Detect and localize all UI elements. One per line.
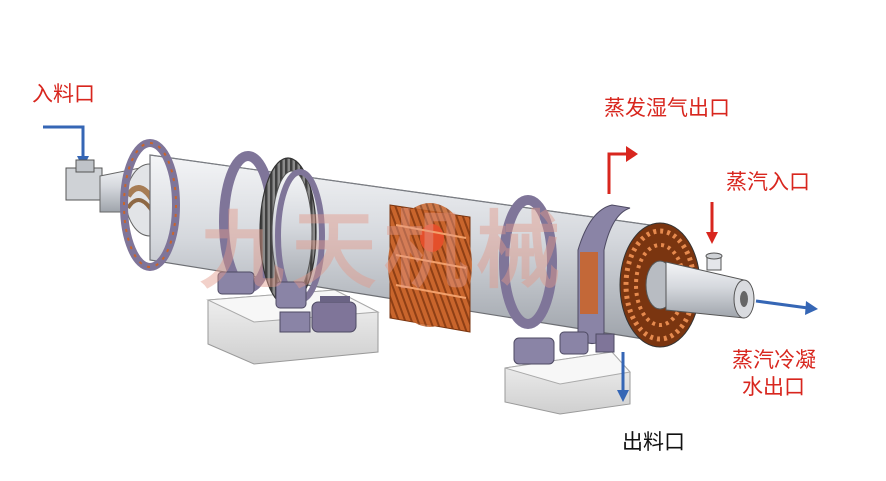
tube-bundle-cutaway: [388, 203, 472, 333]
watermark: 九天机械: [200, 202, 568, 300]
discharge-hood: [577, 204, 631, 353]
feed-end-ring: [120, 139, 180, 271]
support-rollers-right: [513, 331, 589, 365]
condensate-outlet-label-line2: 水出口: [742, 375, 805, 399]
riding-ring-2: [499, 195, 557, 329]
discharge-outlet-label: 出料口: [622, 430, 685, 454]
girth-gear: [259, 157, 325, 307]
support-rollers-left: [217, 271, 307, 309]
vapor-outlet-label: 蒸发湿气出口: [604, 96, 730, 120]
condensate-outlet-label-line1: 蒸汽冷凝: [732, 348, 816, 372]
right-base: [504, 351, 631, 415]
condensate-outlet-arrow: [755, 299, 818, 315]
discharge-arrow: [617, 352, 629, 402]
drive-motor: [279, 296, 357, 333]
vapor-outlet-arrow: [607, 146, 638, 194]
feed-inlet-label: 入料口: [32, 82, 95, 106]
steam-inlet-label: 蒸汽入口: [726, 170, 810, 194]
steam-rotary-joint: [665, 252, 755, 319]
steam-inlet-arrow: [706, 202, 718, 244]
